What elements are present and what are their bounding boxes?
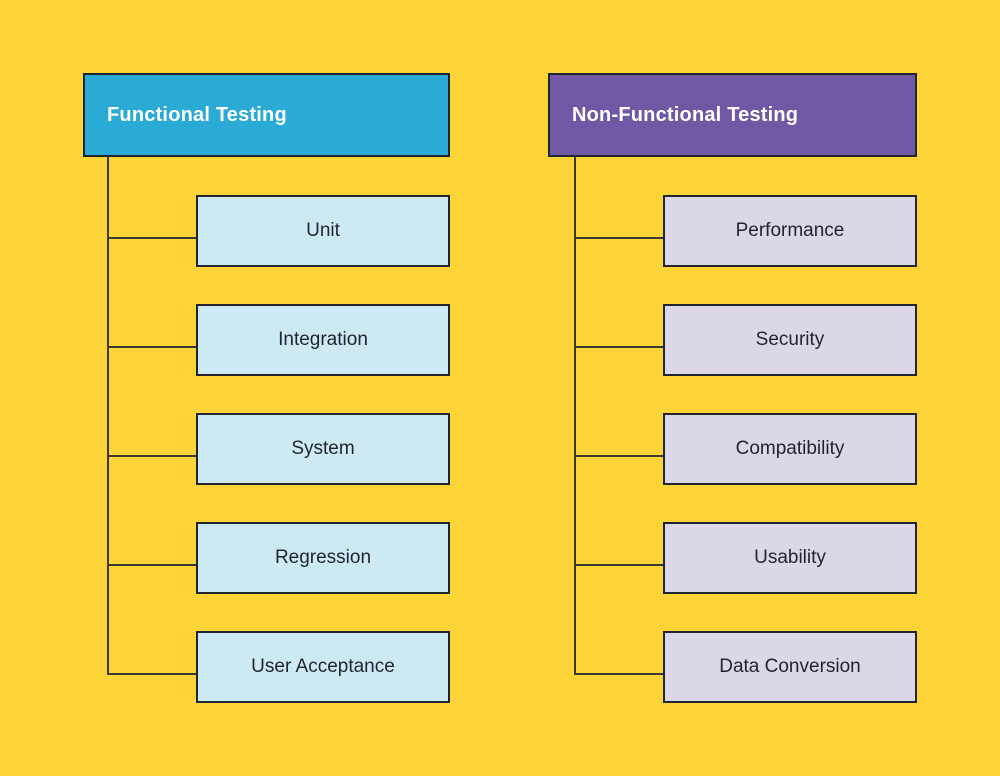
connector-line bbox=[107, 673, 196, 675]
connector-line bbox=[574, 346, 663, 348]
node-user-acceptance-label: User Acceptance bbox=[251, 656, 395, 677]
functional-testing-header[interactable]: Functional Testing bbox=[83, 73, 450, 157]
connector-line bbox=[574, 564, 663, 566]
node-performance-label: Performance bbox=[735, 220, 845, 241]
node-performance[interactable]: Performance bbox=[663, 195, 917, 267]
node-compatibility[interactable]: Compatibility bbox=[663, 413, 917, 485]
node-security-label: Security bbox=[755, 329, 825, 350]
node-integration-label: Integration bbox=[278, 329, 368, 350]
connector-line bbox=[574, 157, 576, 675]
connector-line bbox=[107, 346, 196, 348]
node-regression-label: Regression bbox=[274, 547, 372, 568]
node-data-conversion[interactable]: Data Conversion bbox=[663, 631, 917, 703]
node-regression[interactable]: Regression bbox=[196, 522, 450, 594]
connector-line bbox=[574, 237, 663, 239]
node-compatibility-label: Compatibility bbox=[735, 438, 845, 459]
node-data-conversion-label: Data Conversion bbox=[719, 656, 861, 677]
connector-line bbox=[107, 237, 196, 239]
non-functional-testing-header-label: Non-Functional Testing bbox=[572, 103, 799, 126]
node-unit-label: Unit bbox=[306, 220, 340, 241]
connector-line bbox=[107, 564, 196, 566]
node-user-acceptance[interactable]: User Acceptance bbox=[196, 631, 450, 703]
connector-line bbox=[574, 673, 663, 675]
connector-line bbox=[574, 455, 663, 457]
node-usability[interactable]: Usability bbox=[663, 522, 917, 594]
node-unit[interactable]: Unit bbox=[196, 195, 450, 267]
node-system-label: System bbox=[291, 438, 355, 459]
connector-line bbox=[107, 455, 196, 457]
node-integration[interactable]: Integration bbox=[196, 304, 450, 376]
non-functional-testing-header[interactable]: Non-Functional Testing bbox=[548, 73, 917, 157]
node-system[interactable]: System bbox=[196, 413, 450, 485]
node-security[interactable]: Security bbox=[663, 304, 917, 376]
functional-testing-header-label: Functional Testing bbox=[107, 103, 287, 126]
connector-line bbox=[107, 157, 109, 675]
node-usability-label: Usability bbox=[754, 547, 826, 568]
